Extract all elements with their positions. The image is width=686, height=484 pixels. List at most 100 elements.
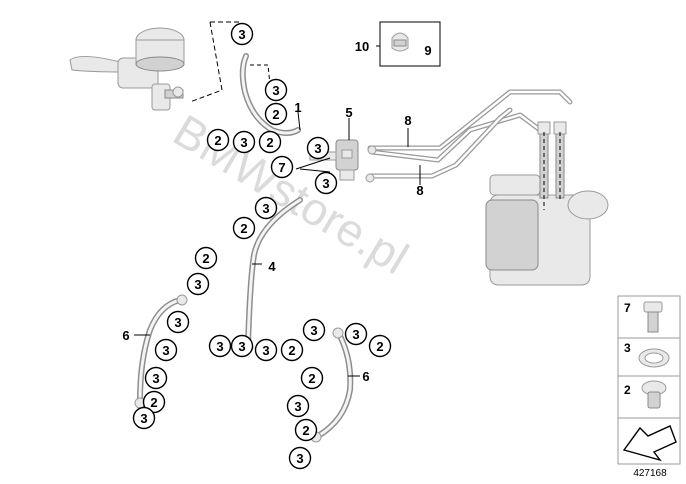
callout-circle [368,334,392,358]
callout-number: 3 [310,323,317,338]
callout-number: 3 [240,135,247,150]
callout-circle [264,78,288,102]
callout-3-circled: 3 [288,446,312,470]
callout-1-plain: 1 [294,100,301,115]
callout-3-circled: 3 [154,338,178,362]
callout-5-plain: 5 [345,105,352,120]
callout-circle [206,128,230,152]
callout-number: 3 [296,451,303,466]
callout-number: 2 [266,135,273,150]
hose-6-left [134,294,188,409]
callout-number: 9 [424,43,431,58]
callout-10-plain: 10 [355,39,369,54]
callout-circle [144,366,168,390]
callout-number: 3 [162,343,169,358]
callout-number: 2 [150,395,157,410]
callout-number: 3 [352,327,359,342]
hose-upper [239,53,301,136]
callout-circle [280,338,304,362]
callout-circle [264,102,288,126]
callout-number: 3 [272,83,279,98]
callout-6-plain: 6 [122,328,129,343]
callout-3-circled: 3 [286,394,310,418]
callout-circle [208,334,232,358]
callout-number: 3 [322,176,329,191]
callout-2-circled: 2 [206,128,230,152]
sealing-ring-icon [638,348,670,368]
callout-number: 8 [416,183,423,198]
callout-3-circled: 3 [306,136,330,160]
banjo-bolt-icon [641,380,667,409]
callout-circle [194,246,218,270]
callout-circle [232,130,256,154]
brake-master-cylinder [69,27,185,111]
legend-label-2: 2 [624,383,631,397]
bracket-lines [189,21,271,103]
callout-circle [294,418,318,442]
callout-3-circled: 3 [166,310,190,334]
callout-circle [314,171,338,195]
callout-4-plain: 4 [268,259,276,274]
callout-circle [270,155,294,179]
legend-label-7: 7 [624,301,631,315]
callout-circle [132,406,156,430]
callout-circle [154,338,178,362]
callout-3-circled: 3 [230,334,254,358]
callout-circle [258,130,282,154]
callout-number: 1 [294,100,301,115]
callout-number: 3 [238,27,245,42]
callout-number: 3 [314,141,321,156]
callout-3-circled: 3 [186,272,210,296]
callout-3-circled: 3 [230,22,254,46]
callout-circle [286,394,310,418]
callout-number: 2 [376,339,383,354]
brake-pipes [365,89,573,183]
callout-circle [288,446,312,470]
callout-number: 3 [238,339,245,354]
callout-number: 2 [272,107,279,122]
callout-number: 3 [152,371,159,386]
callout-number: 3 [262,201,269,216]
callout-3-circled: 3 [302,318,326,342]
callout-3-circled: 3 [232,130,256,154]
callout-circle [232,216,256,240]
callout-8-plain: 8 [404,113,411,128]
callout-number: 8 [404,113,411,128]
callout-circle [300,366,324,390]
callout-2-circled: 2 [300,366,324,390]
callout-number: 2 [302,423,309,438]
callout-3-circled: 3 [132,406,156,430]
callout-number: 3 [262,343,269,358]
callout-2-circled: 2 [368,334,392,358]
callout-number: 6 [362,369,369,384]
callout-number: 7 [278,160,285,175]
legend-label-3: 3 [624,341,631,355]
callout-2-circled: 2 [194,246,218,270]
callout-2-circled: 2 [232,216,256,240]
callout-2-circled: 2 [142,390,166,414]
legend-panel: 7 3 2 427168 [617,295,681,479]
callout-circle [306,136,330,160]
callout-number: 3 [140,411,147,426]
callout-circle [344,322,368,346]
callout-7-circled: 7 [270,155,294,179]
callout-3-circled: 3 [344,322,368,346]
callout-3-circled: 3 [254,196,278,220]
callout-number: 2 [288,343,295,358]
callout-9-plain: 9 [424,43,431,58]
callout-6-plain: 6 [362,369,369,384]
callout-number: 2 [308,371,315,386]
callout-circle [142,390,166,414]
callout-number: 2 [240,221,247,236]
callout-circle [186,272,210,296]
callout-number: 6 [122,328,129,343]
arrow-icon [622,425,677,462]
callout-number: 3 [216,339,223,354]
callout-circle [166,310,190,334]
callout-number: 3 [294,399,301,414]
callout-number: 2 [202,251,209,266]
callout-number: 3 [174,315,181,330]
